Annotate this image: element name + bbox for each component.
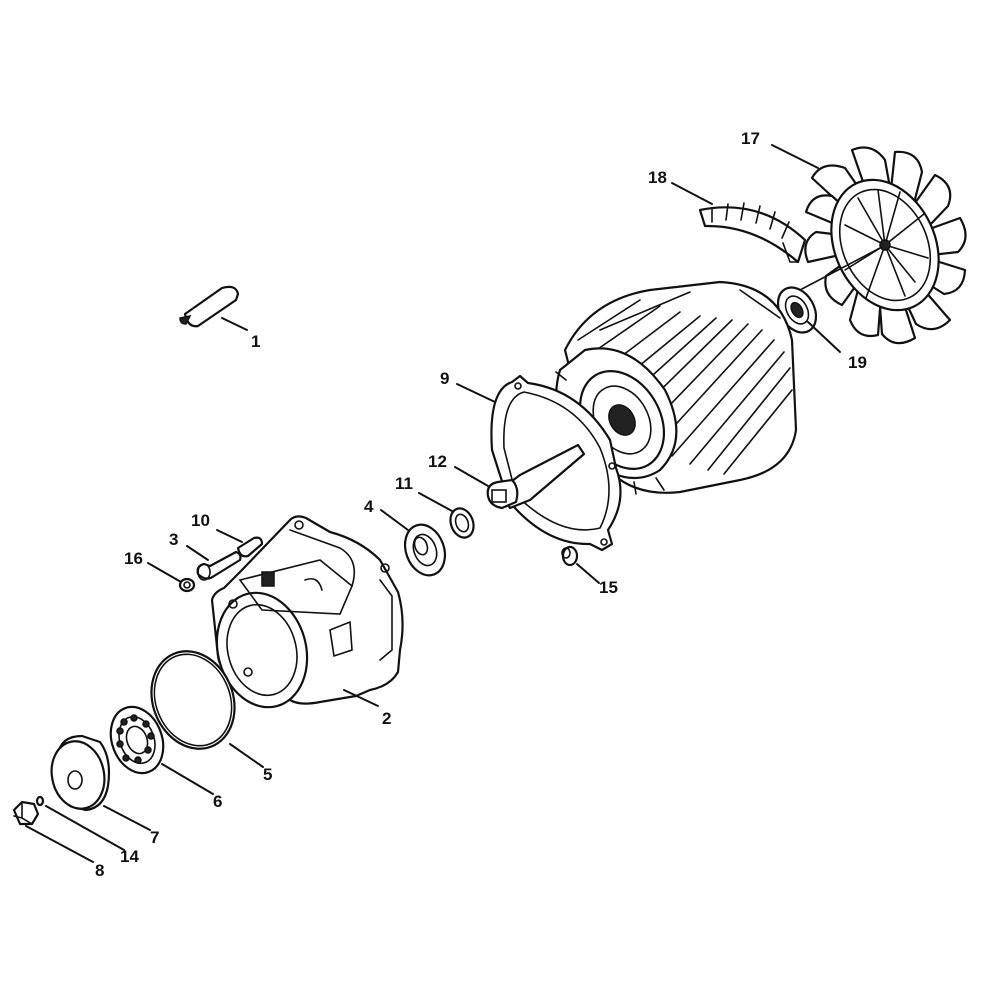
callout-3: 3 bbox=[169, 530, 178, 549]
sleeve-part bbox=[179, 285, 240, 328]
callout-14: 14 bbox=[120, 847, 139, 866]
o-ring-part bbox=[150, 650, 236, 750]
fan-part bbox=[799, 146, 967, 345]
callout-16: 16 bbox=[124, 549, 143, 568]
leader-lines bbox=[25, 144, 841, 863]
callout-15: 15 bbox=[599, 578, 618, 597]
bushing-part bbox=[561, 545, 579, 567]
callout-19: 19 bbox=[848, 353, 867, 372]
callout-11: 11 bbox=[395, 474, 413, 493]
motor-stator-part bbox=[549, 280, 798, 495]
callout-17: 17 bbox=[741, 129, 760, 148]
housing-part bbox=[210, 515, 404, 709]
callout-labels: 17 18 19 1 9 12 11 4 10 3 16 15 2 5 6 7 … bbox=[95, 129, 867, 880]
callout-4: 4 bbox=[364, 497, 374, 516]
small-o-ring-part bbox=[35, 795, 45, 807]
callout-7: 7 bbox=[150, 828, 159, 847]
callout-6: 6 bbox=[213, 792, 222, 811]
hex-plug-part bbox=[12, 800, 40, 826]
bearing-fan-side-part bbox=[776, 286, 818, 334]
callout-10: 10 bbox=[191, 511, 210, 530]
callout-1: 1 bbox=[251, 332, 260, 351]
shaft-part bbox=[486, 443, 586, 510]
screw-part bbox=[196, 550, 242, 581]
guide-segment-part bbox=[698, 202, 807, 264]
shaft-seal-part bbox=[403, 523, 447, 577]
callout-12: 12 bbox=[428, 452, 447, 471]
callout-18: 18 bbox=[648, 168, 667, 187]
end-cover-part bbox=[50, 734, 111, 812]
nut-part bbox=[178, 577, 196, 593]
callout-2: 2 bbox=[382, 709, 391, 728]
callout-5: 5 bbox=[263, 765, 272, 784]
small-ring-part bbox=[449, 507, 475, 539]
callout-9: 9 bbox=[440, 369, 449, 388]
bearing-part bbox=[109, 705, 165, 775]
callout-8: 8 bbox=[95, 861, 104, 880]
